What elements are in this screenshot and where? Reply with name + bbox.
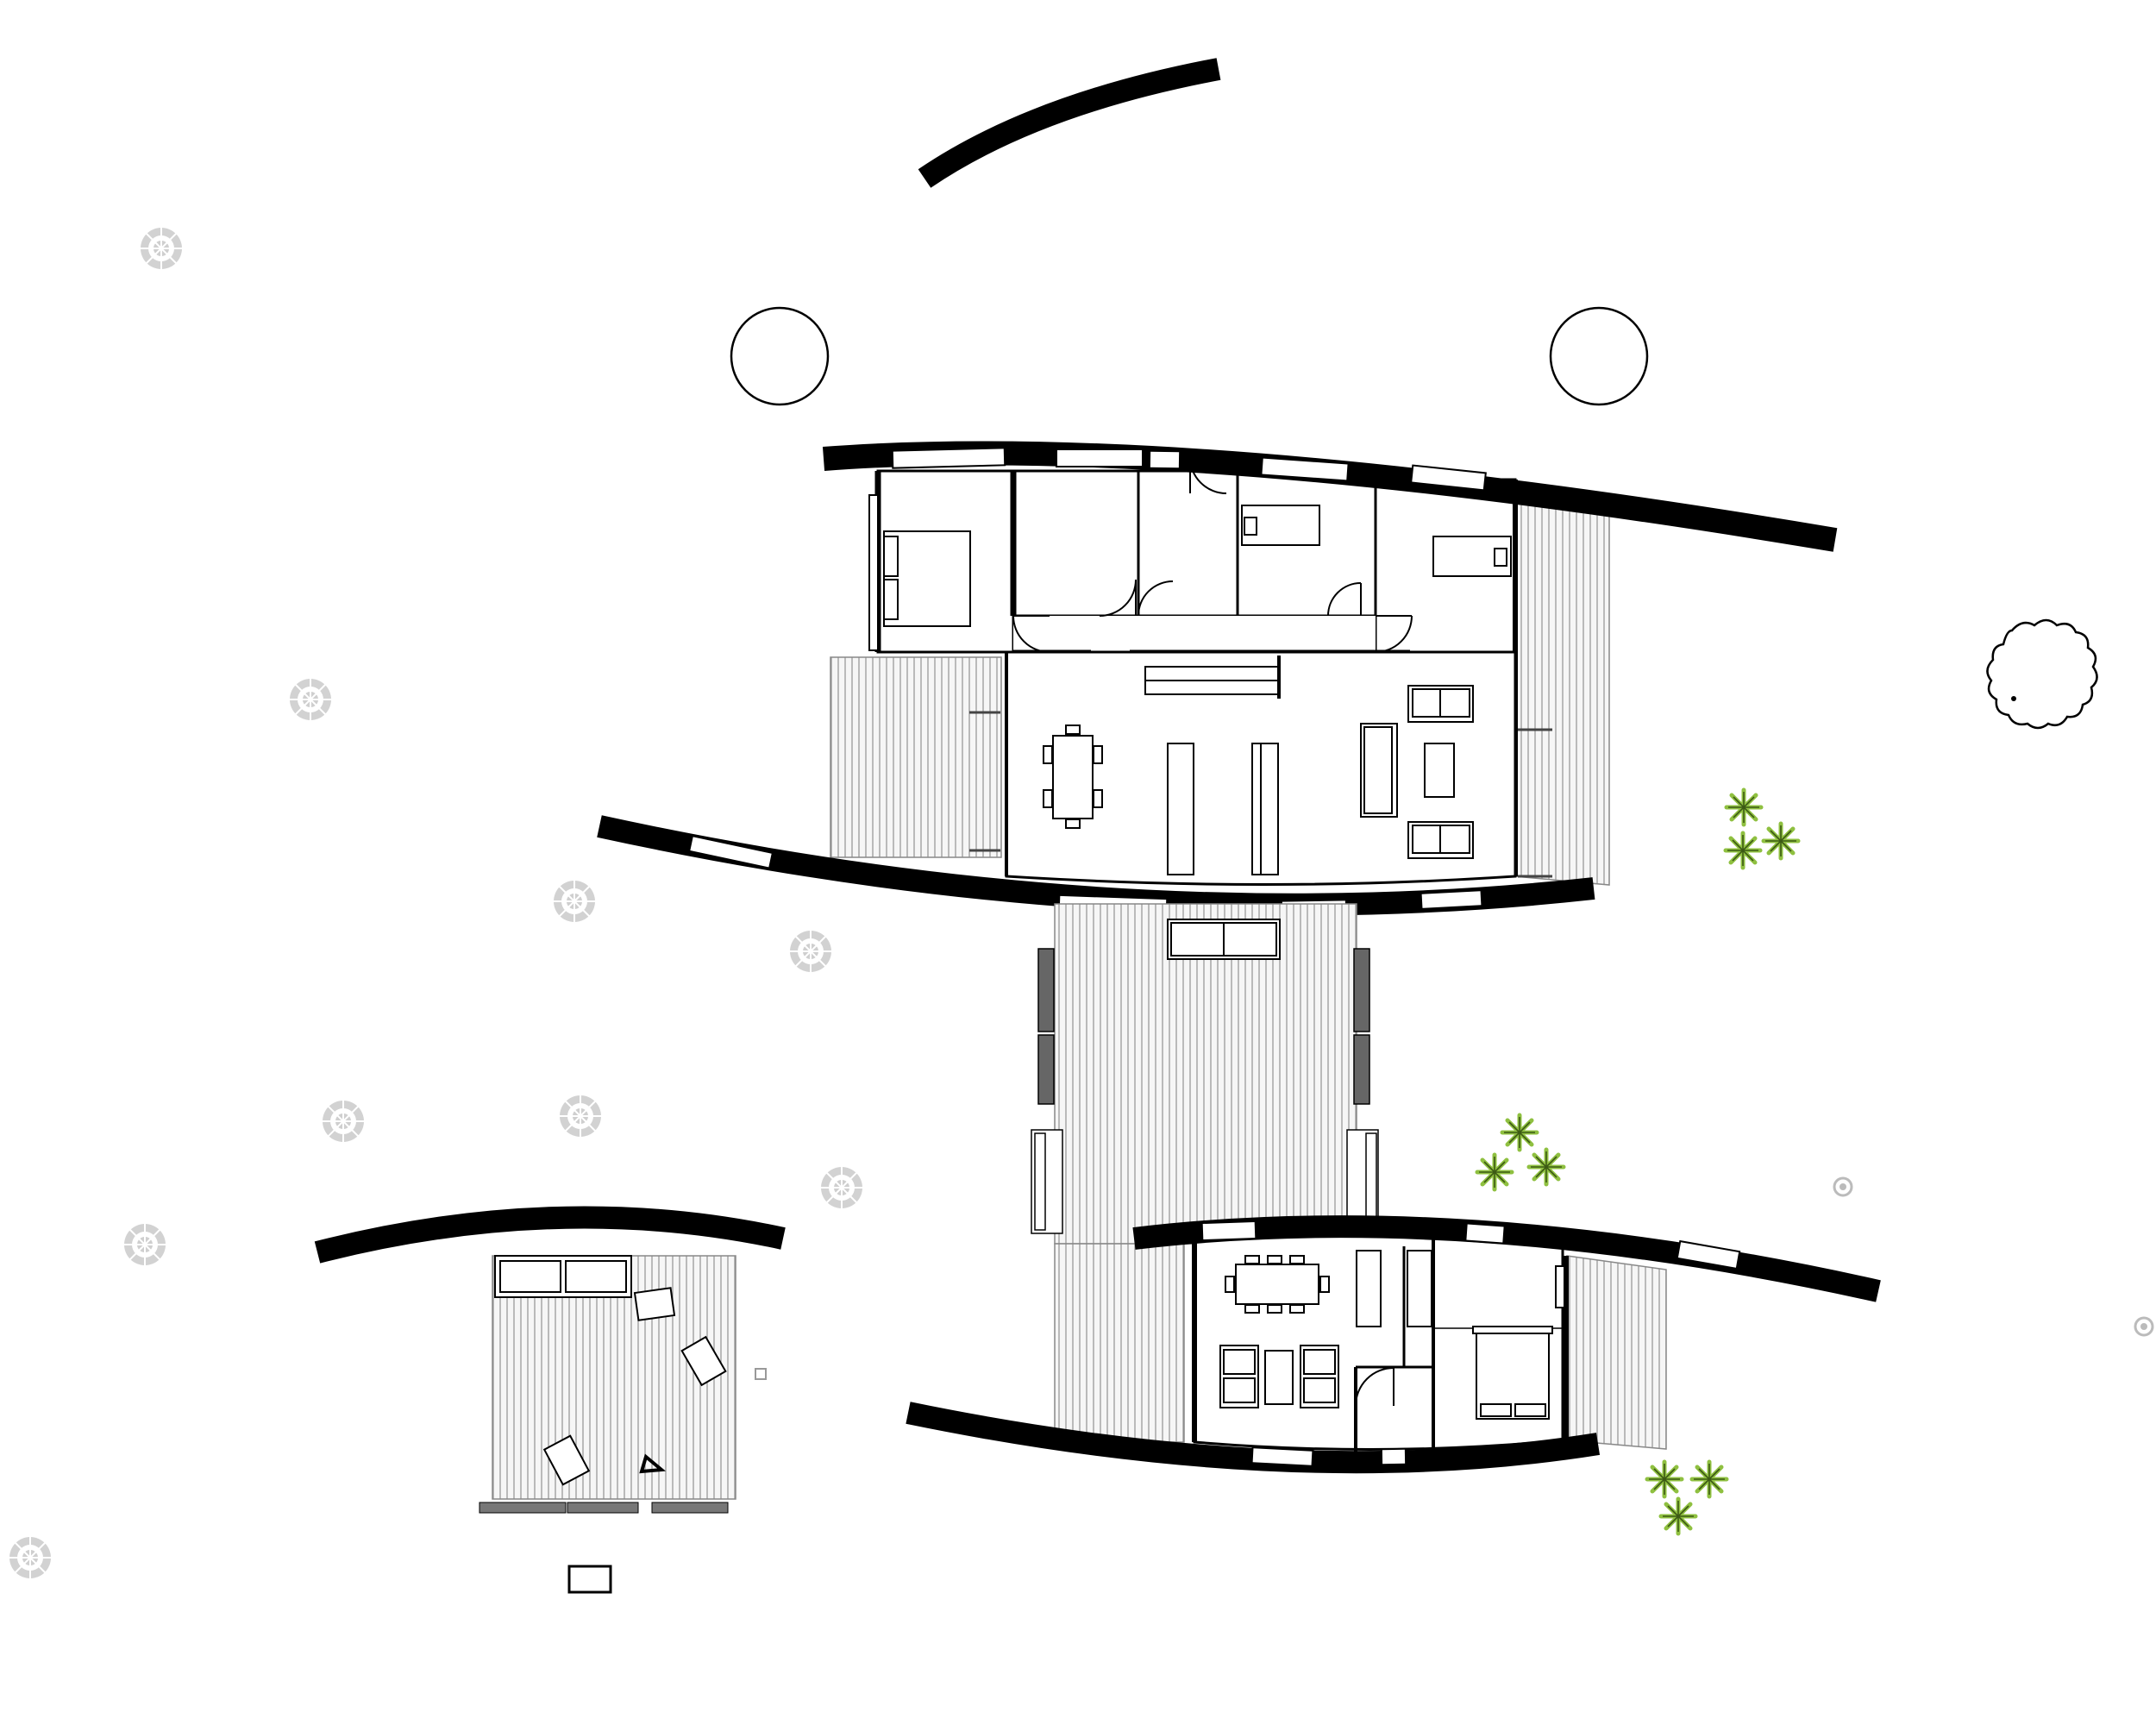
doors-south-wing — [1355, 1367, 1395, 1407]
guest-double-bed — [1472, 1326, 1553, 1420]
bench-2 — [1251, 743, 1279, 875]
furniture-north-wing — [868, 494, 1512, 875]
pavilion-step — [567, 1565, 612, 1594]
bathroom — [1012, 469, 1140, 618]
north-wall — [822, 441, 1838, 552]
tree-canopy-right — [1549, 306, 1649, 406]
pavilion — [314, 1206, 786, 1594]
shrub-3 — [551, 878, 598, 925]
central-deck — [1031, 903, 1379, 1443]
north-wing — [597, 441, 1838, 918]
green-plant-2 — [1726, 833, 1760, 868]
shrub-8 — [122, 1221, 168, 1268]
dining-table-set — [1043, 724, 1103, 829]
green-plant-1 — [1727, 790, 1761, 825]
green-plant-7 — [1647, 1462, 1682, 1496]
green-plant-3 — [1764, 824, 1798, 858]
shrub-7 — [818, 1164, 865, 1211]
shrub-4 — [787, 928, 834, 975]
guest-counter-2 — [1407, 1250, 1432, 1327]
small-ring-plant-2 — [2134, 1316, 2154, 1337]
shrub-1 — [138, 225, 185, 272]
south-wing-south-wall — [906, 1402, 1601, 1474]
hallway — [1013, 616, 1376, 652]
large-tree — [1986, 618, 2098, 730]
furniture-south-wing — [1219, 1250, 1565, 1420]
east-deck — [1514, 494, 1610, 886]
sofa-set — [1360, 685, 1474, 859]
lounge-chair-2 — [680, 1335, 727, 1387]
curved-garden-wall-north — [918, 58, 1221, 188]
small-ring-plant-1 — [1833, 1176, 1853, 1197]
landscape-elements — [7, 58, 2154, 1581]
south-east-deck — [1566, 1255, 1667, 1450]
pavilion-fixture — [755, 1368, 767, 1380]
doors-north-wing — [1012, 456, 1413, 653]
pavilion-steps-edge — [479, 1502, 729, 1514]
tree-canopy-left — [730, 306, 830, 406]
green-plant-4 — [1502, 1115, 1537, 1150]
green-plant-9 — [1661, 1499, 1695, 1534]
guest-counter-1 — [1356, 1250, 1382, 1327]
lounge-chair-3 — [542, 1434, 591, 1486]
guest-sofa-set — [1219, 1345, 1339, 1408]
south-wing — [906, 1215, 1881, 1474]
bench-1 — [1167, 743, 1194, 875]
green-plant-8 — [1692, 1462, 1727, 1496]
shrub-2 — [287, 676, 334, 723]
pavilion-curved-wall — [314, 1206, 786, 1264]
shrub-9 — [7, 1534, 53, 1581]
south-wing-north-wall — [1132, 1215, 1881, 1302]
shrub-6 — [557, 1093, 604, 1139]
lounge-chair-1 — [633, 1287, 676, 1321]
deck-sofa — [1167, 919, 1281, 960]
west-deck — [830, 656, 1002, 858]
green-plant-6 — [1529, 1150, 1564, 1184]
guest-dining-set — [1225, 1255, 1330, 1314]
shrub-5 — [320, 1098, 367, 1145]
fire-pit — [639, 1453, 667, 1474]
green-plant-5 — [1477, 1155, 1512, 1189]
